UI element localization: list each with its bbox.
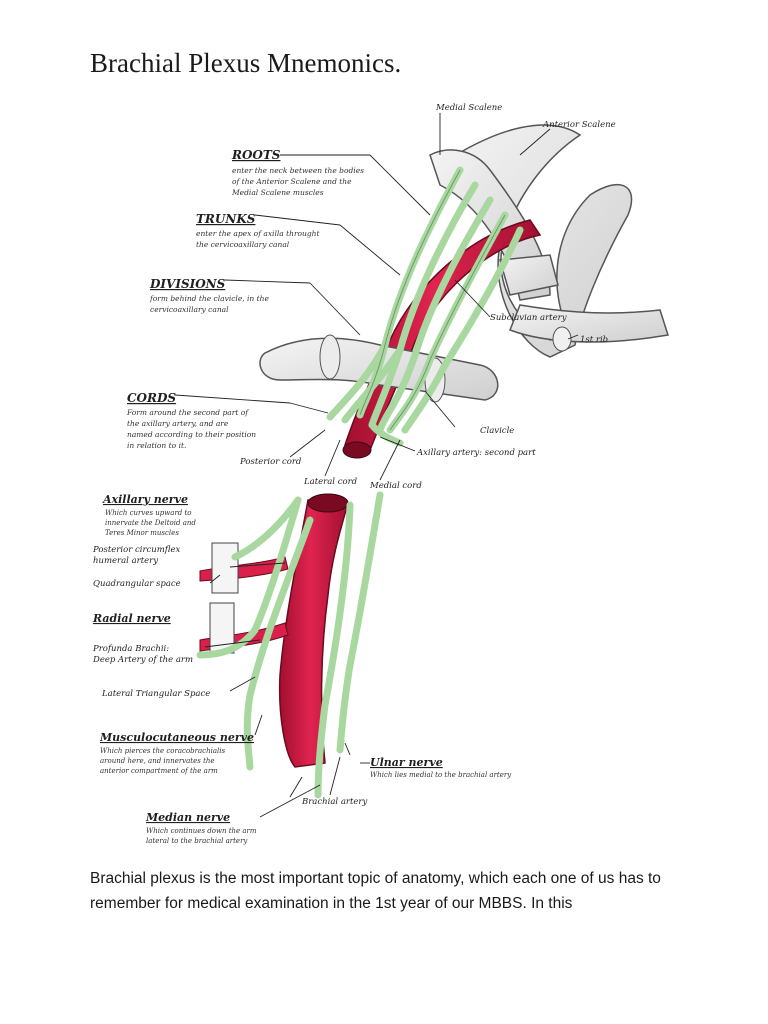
label-lateral-triangular-space: Lateral Triangular Space <box>101 689 210 699</box>
axillary-desc-2: innervate the Deltoid and <box>105 519 196 527</box>
label-profunda-1: Profunda Brachii: <box>92 644 169 654</box>
label-subclavian-artery: Subclavian artery <box>490 313 567 323</box>
heading-trunks: TRUNKS <box>196 212 256 226</box>
cords-desc-1: Form around the second part of <box>126 408 249 417</box>
heading-musculocutaneous-nerve: Musculocutaneous nerve <box>99 731 254 744</box>
brachial-plexus-diagram: Medial Scalene Anterior Scalene Subclavi… <box>80 95 680 855</box>
heading-divisions: DIVISIONS <box>149 277 226 291</box>
heading-cords: CORDS <box>127 391 176 405</box>
cords-desc-2: the axillary artery, and are <box>127 419 229 428</box>
divisions-desc-1: form behind the clavicle, in the <box>149 294 269 303</box>
page-title: Brachial Plexus Mnemonics. <box>90 48 402 78</box>
label-clavicle: Clavicle <box>480 426 514 436</box>
heading-axillary-nerve: Axillary nerve <box>102 493 188 506</box>
brachial-artery-cut <box>307 493 349 513</box>
cords-desc-3: named according to their position <box>127 430 256 439</box>
label-quadrangular-space: Quadrangular space <box>93 579 181 589</box>
median-desc-2: lateral to the brachial artery <box>146 837 248 845</box>
scalene-tubercle <box>499 254 559 296</box>
terminal-nerves <box>196 491 384 799</box>
label-posterior-circumflex-2: humeral artery <box>93 556 158 566</box>
axillary-desc-3: Teres Minor muscles <box>105 529 179 537</box>
roots-desc-3: Medial Scalene muscles <box>231 188 324 197</box>
label-profunda-2: Deep Artery of the arm <box>92 655 193 665</box>
roots-desc-2: of the Anterior Scalene and the <box>232 177 352 186</box>
leader-lines <box>174 113 579 818</box>
intro-paragraph: Brachial plexus is the most important to… <box>90 870 661 912</box>
musculo-desc-3: anterior compartment of the arm <box>100 767 218 775</box>
label-posterior-circumflex-1: Posterior circumflex <box>92 545 181 555</box>
label-medial-cord: Medial cord <box>369 481 422 491</box>
label-anterior-scalene: Anterior Scalene <box>542 120 616 130</box>
heading-roots: ROOTS <box>231 148 281 162</box>
label-axillary-artery: Axillary artery: second part <box>416 448 536 458</box>
label-medial-scalene: Medial Scalene <box>435 103 502 113</box>
first-rib-end <box>552 326 572 352</box>
heading-median-nerve: Median nerve <box>145 811 230 824</box>
label-first-rib: 1st rib <box>580 335 608 345</box>
axillary-artery-cut <box>342 441 372 459</box>
musculo-desc-2: around here, and innervates the <box>100 757 215 765</box>
label-posterior-cord: Posterior cord <box>239 457 302 467</box>
label-lateral-cord: Lateral cord <box>303 477 358 487</box>
musculo-desc-1: Which pierces the coracobrachialis <box>100 747 225 755</box>
cords-desc-4: in relation to it. <box>127 441 186 450</box>
axillary-desc-1: Which curves upward to <box>105 509 192 517</box>
heading-ulnar-nerve: Ulnar nerve <box>370 756 443 769</box>
heading-radial-nerve: Radial nerve <box>92 612 171 625</box>
divisions-desc-2: cervicoaxillary canal <box>150 305 229 314</box>
trunks-desc-2: the cervicoaxillary canal <box>196 240 290 249</box>
brachial-artery <box>278 499 349 768</box>
trunks-desc-1: enter the apex of axilla throught <box>196 229 321 238</box>
label-brachial-artery: Brachial artery <box>301 797 367 807</box>
quadrangular-space-box <box>211 542 239 594</box>
first-rib-bone <box>509 304 669 343</box>
subclavian-artery <box>344 219 542 451</box>
clavicle-cut-left <box>319 334 341 380</box>
nerve-outline <box>359 169 506 431</box>
roots-desc-1: enter the neck between the bodies <box>232 166 364 175</box>
median-desc-1: Which continues down the arm <box>146 827 257 835</box>
ulnar-desc-1: Which lies medial to the brachial artery <box>370 771 512 779</box>
